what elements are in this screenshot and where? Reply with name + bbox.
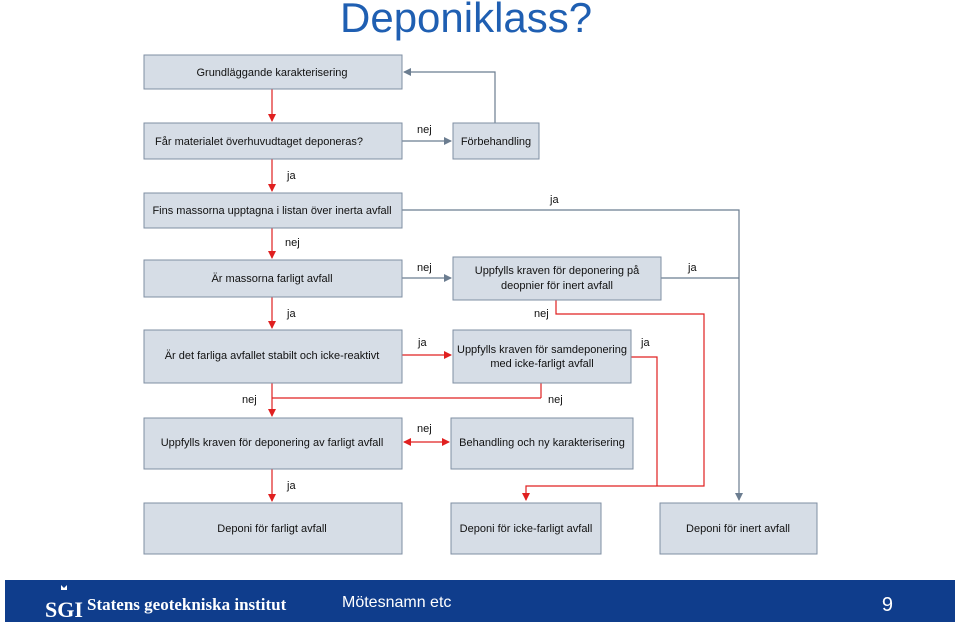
footer-bar: SGI Statens geotekniska institut Mötesna…: [5, 580, 955, 622]
label-ja-listan: ja: [549, 194, 559, 206]
label-nej-inert-krav: nej: [534, 308, 549, 320]
institute-name: Statens geotekniska institut: [87, 595, 287, 614]
connectors: [268, 68, 743, 502]
svg-text:Fins massorna upptagna i lista: Fins massorna upptagna i listan över ine…: [152, 205, 391, 217]
arrow-forbehandling-back: [403, 68, 496, 123]
svg-text:SGI: SGI: [45, 597, 83, 621]
svg-text:med icke-farligt avfall: med icke-farligt avfall: [490, 358, 593, 370]
box-farligt-krav: Uppfylls kraven för deponering av farlig…: [143, 417, 403, 470]
svg-text:Uppfylls kraven för samdeponer: Uppfylls kraven för samdeponering: [457, 344, 627, 356]
sgi-logo-icon: SGI: [45, 585, 83, 621]
label-nej-material: nej: [417, 124, 432, 136]
svg-text:Är det farliga avfallet stabil: Är det farliga avfallet stabilt och icke…: [165, 350, 380, 362]
box-farligt: Är massorna farligt avfall: [143, 259, 403, 298]
svg-text:deopnier för inert avfall: deopnier för inert avfall: [501, 280, 613, 292]
svg-text:Behandling och ny karakteriser: Behandling och ny karakterisering: [459, 437, 625, 449]
box-forbehandling: Förbehandling: [452, 122, 540, 160]
label-ja-material: ja: [286, 170, 296, 182]
label-ja-farligt: ja: [286, 308, 296, 320]
label-nej-samdep: nej: [548, 394, 563, 406]
svg-text:Deponi för icke-farligt avfall: Deponi för icke-farligt avfall: [460, 523, 593, 535]
meeting-name: Mötesnamn etc: [342, 594, 452, 611]
box-dep-inert: Deponi för inert avfall: [659, 502, 818, 555]
arrow-inert-nej: [522, 300, 705, 501]
box-inert-krav: Uppfylls kraven för deponering på deopni…: [452, 256, 662, 301]
box-dep-farligt: Deponi för farligt avfall: [143, 502, 403, 555]
box-behandling: Behandling och ny karakterisering: [450, 417, 634, 470]
svg-text:Deponi för farligt avfall: Deponi för farligt avfall: [217, 523, 326, 535]
flowchart: Grundläggande karakterisering Får materi…: [143, 54, 818, 555]
label-ja-samdep: ja: [640, 337, 650, 349]
page-title: Deponiklass?: [340, 0, 593, 41]
svg-text:Är massorna farligt avfall: Är massorna farligt avfall: [211, 273, 332, 285]
label-ja-stabilt: ja: [417, 337, 427, 349]
label-nej-listan: nej: [285, 237, 300, 249]
page-number: 9: [881, 594, 893, 616]
box-material: Får materialet överhuvudtaget deponeras?: [143, 122, 403, 160]
svg-text:Grundläggande karakterisering: Grundläggande karakterisering: [196, 67, 347, 79]
label-nej-stabilt: nej: [242, 394, 257, 406]
arrow-listan-ja-to-inert: [402, 209, 743, 501]
label-nej-farligt: nej: [417, 262, 432, 274]
svg-text:Deponi för inert avfall: Deponi för inert avfall: [686, 523, 790, 535]
line-samdep-ja: [631, 356, 658, 486]
label-ja-inert-krav: ja: [687, 262, 697, 274]
box-grund: Grundläggande karakterisering: [143, 54, 403, 90]
svg-text:Förbehandling: Förbehandling: [461, 136, 531, 148]
box-samdep: Uppfylls kraven för samdeponering med ic…: [452, 329, 632, 384]
label-nej-farligt-krav: nej: [417, 423, 432, 435]
label-ja-farligt-krav: ja: [286, 480, 296, 492]
box-dep-ickefarligt: Deponi för icke-farligt avfall: [450, 502, 602, 555]
box-stabilt: Är det farliga avfallet stabilt och icke…: [143, 329, 403, 384]
svg-text:Uppfylls kraven för deponering: Uppfylls kraven för deponering av farlig…: [161, 437, 384, 449]
box-listan: Fins massorna upptagna i listan över ine…: [143, 192, 403, 229]
svg-text:Får materialet överhuvudtaget: Får materialet överhuvudtaget deponeras?: [155, 136, 363, 148]
svg-text:Uppfylls kraven för deponering: Uppfylls kraven för deponering på: [475, 265, 640, 277]
